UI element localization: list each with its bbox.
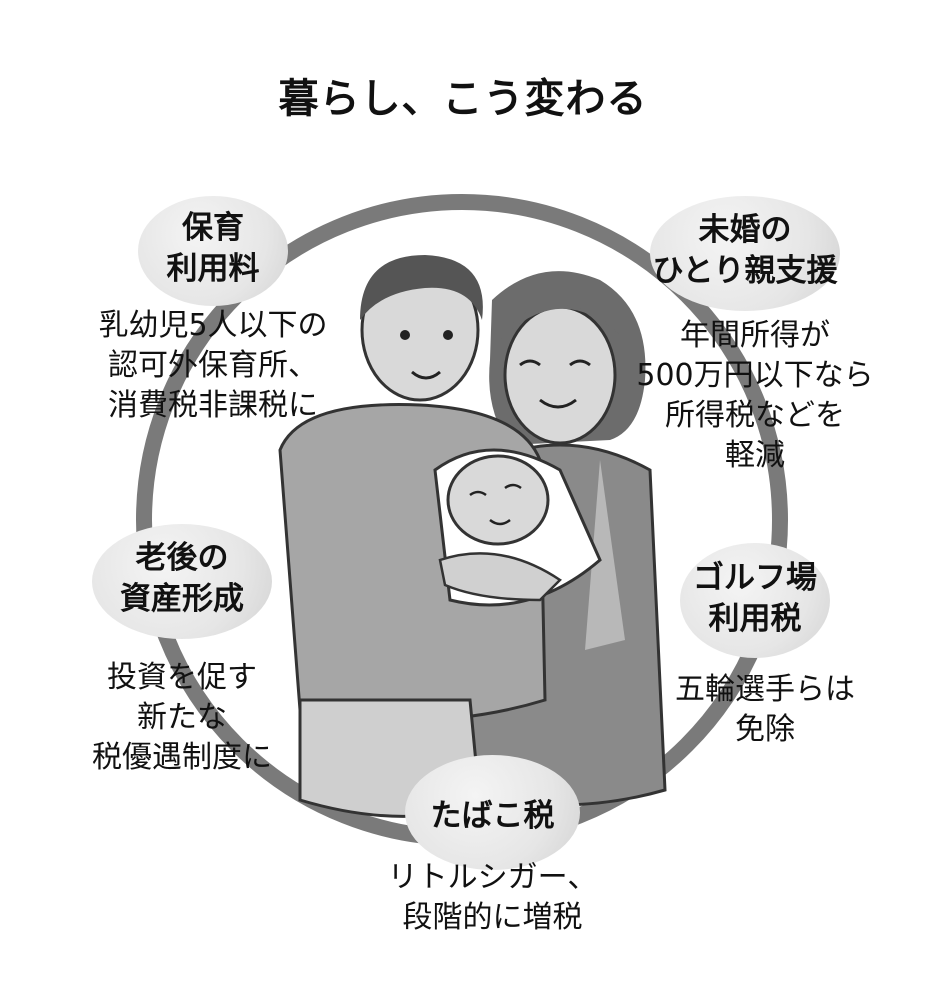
retirement-text: 投資を促す 新たな 税優遇制度に [52, 658, 312, 778]
bubble-childcare [138, 196, 288, 306]
bubble-tobacco [405, 755, 580, 870]
heading-line: たばこ税 [430, 798, 555, 834]
heading-line: 資産形成 [120, 581, 244, 617]
text-line: 年間所得が [680, 318, 830, 353]
heading-line: 利用料 [166, 251, 260, 287]
heading-line: ゴルフ場 [693, 560, 817, 596]
text-line: 税優遇制度に [92, 740, 272, 775]
tobacco-text: リトルシガー、 段階的に増税 [360, 858, 625, 938]
text-line: 500万円以下なら [636, 358, 874, 393]
heading-line: ひとり親支援 [652, 253, 838, 289]
golf-text: 五輪選手らは 免除 [650, 670, 880, 750]
text-line: 五輪選手らは [675, 672, 855, 707]
text-line: 乳幼児5人以下の [98, 308, 328, 343]
text-line: 段階的に増税 [402, 900, 583, 935]
text-line: 新たな [137, 700, 227, 735]
heading-line: 保育 [182, 210, 244, 246]
text-line: リトルシガー、 [387, 860, 598, 895]
baby-figure [433, 448, 602, 607]
bubble-golf [680, 543, 830, 658]
heading-line: 老後の [135, 540, 229, 576]
page-title: 暮らし、こう変わる [278, 76, 648, 122]
single-parent-heading: 未婚の ひとり親支援 [630, 210, 860, 292]
childcare-heading: 保育 利用料 [138, 208, 288, 290]
text-line: 免除 [735, 712, 795, 747]
single-parent-text: 年間所得が 500万円以下なら 所得税などを 軽減 [610, 316, 900, 476]
bubble-retirement [92, 524, 272, 639]
bubble-single-parent [650, 196, 840, 311]
tobacco-heading: たばこ税 [400, 796, 585, 837]
text-line: 軽減 [725, 438, 785, 473]
childcare-text: 乳幼児5人以下の 認可外保育所、 消費税非課税に [48, 306, 378, 426]
text-line: 投資を促す [107, 660, 257, 695]
retirement-heading: 老後の 資産形成 [82, 538, 282, 620]
text-line: 所得税などを [665, 398, 845, 433]
heading-line: 利用税 [708, 601, 802, 637]
heading-line: 未婚の [698, 212, 792, 248]
text-line: 認可外保育所、 [108, 348, 318, 383]
golf-heading: ゴルフ場 利用税 [665, 558, 845, 640]
text-line: 消費税非課税に [108, 388, 318, 423]
